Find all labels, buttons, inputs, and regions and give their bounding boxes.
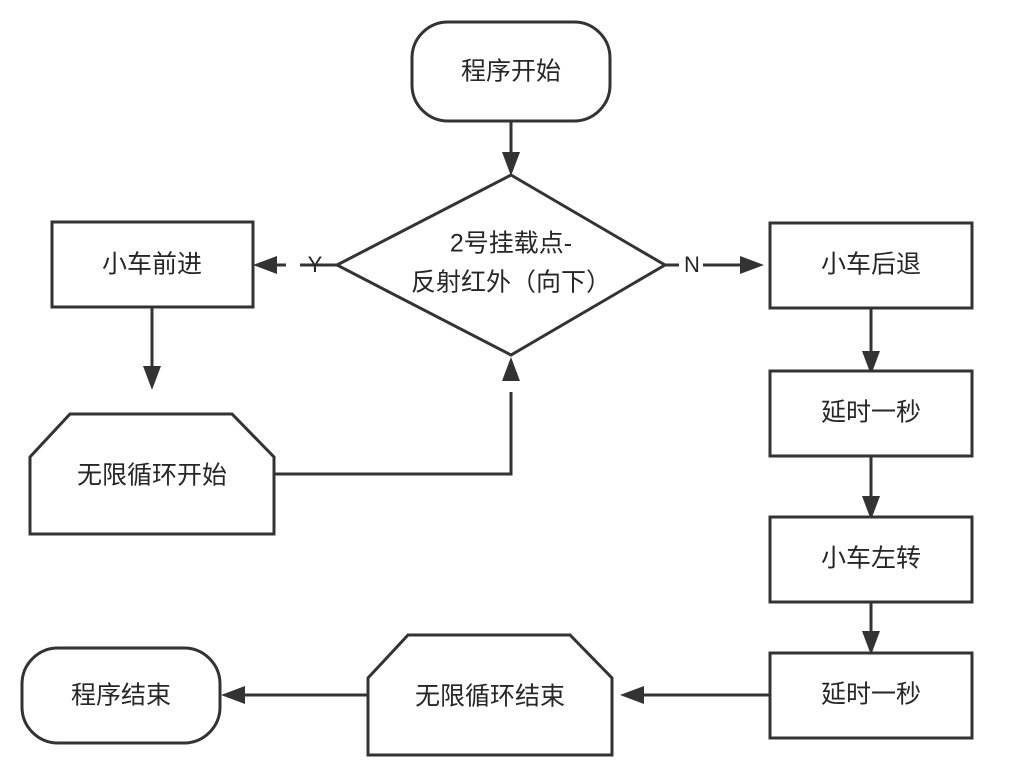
arrow-head-icon	[740, 256, 764, 274]
arrow-head-icon	[862, 496, 880, 520]
node-label-decision-line1: 2号挂载点-	[450, 230, 572, 258]
node-shape-stadium[interactable]	[20, 646, 222, 745]
node-shape-rect[interactable]	[768, 515, 974, 604]
arrow-head-icon	[253, 256, 277, 274]
node-shape-rect[interactable]	[50, 220, 255, 309]
node-forward[interactable]: 小车前进	[50, 220, 255, 309]
edge-decision-to-backward: N	[665, 252, 764, 277]
node-backward[interactable]: 小车后退	[768, 221, 974, 310]
edge-delay2-to-loopend	[620, 686, 770, 704]
edge-forward-to-loopstart	[143, 307, 161, 390]
node-decision[interactable]: 2号挂载点- 反射红外（向下）	[333, 173, 668, 357]
edge-loopend-to-end	[221, 686, 368, 704]
edge-turnleft-to-delay2	[862, 600, 880, 655]
node-shape-stadium[interactable]	[410, 20, 612, 123]
node-label-start: 程序开始	[461, 58, 561, 86]
arrow-head-icon	[502, 152, 520, 176]
node-shape-loop-limit[interactable]	[28, 412, 276, 536]
arrow-head-icon	[862, 351, 880, 375]
arrow-head-icon	[502, 357, 520, 381]
edge-label-yes: Y	[308, 252, 323, 277]
edge-backward-to-delay1	[862, 308, 880, 375]
node-label-delay-2: 延时一秒	[821, 681, 921, 709]
arrow-head-icon	[143, 366, 161, 390]
node-label-decision-line2: 反射红外（向下）	[411, 269, 611, 297]
node-turn-left[interactable]: 小车左转	[768, 515, 974, 604]
node-loop-start[interactable]: 无限循环开始	[28, 412, 276, 536]
edge-decision-to-forward: Y	[253, 252, 337, 277]
node-label-end: 程序结束	[71, 682, 171, 710]
node-label-backward: 小车后退	[821, 251, 921, 279]
node-shape-rect[interactable]	[768, 369, 974, 458]
node-label-loop-end: 无限循环结束	[415, 683, 565, 711]
node-label-loop-start: 无限循环开始	[77, 462, 227, 490]
node-label-turn-left: 小车左转	[821, 545, 921, 573]
node-shape-rect[interactable]	[768, 651, 974, 740]
node-end[interactable]: 程序结束	[20, 646, 222, 745]
edge-line	[274, 392, 513, 476]
node-label-delay-1: 延时一秒	[821, 399, 921, 427]
node-start[interactable]: 程序开始	[410, 20, 612, 123]
edge-delay1-to-turnleft	[862, 455, 880, 520]
edge-start-to-decision	[502, 121, 520, 176]
node-loop-end[interactable]: 无限循环结束	[366, 633, 614, 757]
node-shape-rect[interactable]	[768, 221, 974, 310]
node-delay-1[interactable]: 延时一秒	[768, 369, 974, 458]
arrow-head-icon	[620, 686, 644, 704]
arrow-head-icon	[221, 686, 245, 704]
node-label-forward: 小车前进	[102, 251, 202, 279]
edge-label-no: N	[684, 252, 700, 277]
node-delay-2[interactable]: 延时一秒	[768, 651, 974, 740]
arrow-head-icon	[862, 631, 880, 655]
edge-loopstart-to-decision	[274, 357, 520, 476]
node-shape-loop-limit[interactable]	[366, 633, 614, 757]
node-shape-diamond[interactable]	[333, 173, 668, 357]
